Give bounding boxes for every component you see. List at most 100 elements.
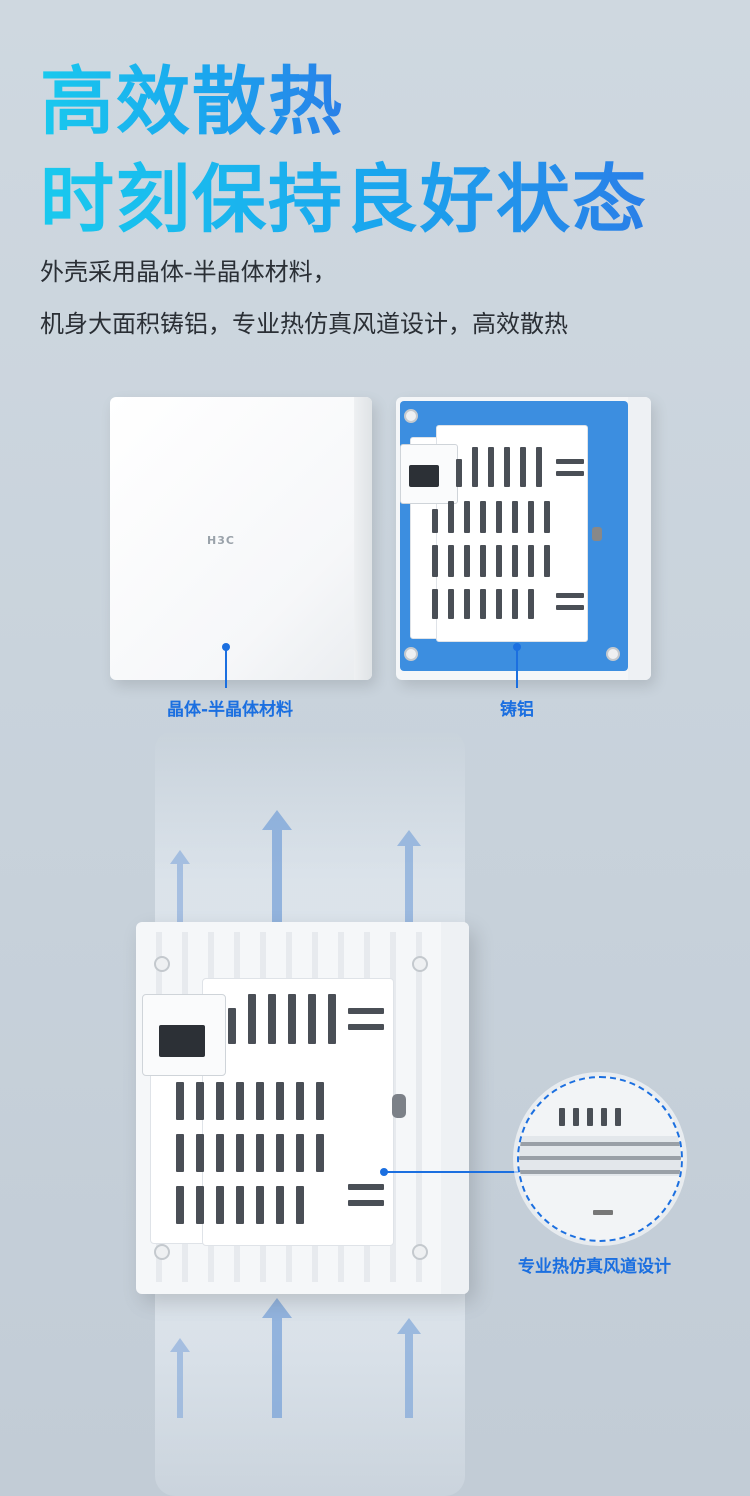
vent-slot xyxy=(480,501,486,533)
vent-slot xyxy=(216,1082,224,1120)
screw-icon xyxy=(154,1244,170,1260)
vent-slot xyxy=(587,1108,593,1126)
vent-slot xyxy=(216,1134,224,1172)
mount-hole xyxy=(592,527,602,541)
vent-slot xyxy=(348,1184,384,1190)
vent-slot xyxy=(176,1082,184,1120)
vent-slot xyxy=(519,1170,681,1174)
airflow-arrow-icon xyxy=(170,1338,190,1418)
vent-slot xyxy=(176,1186,184,1224)
airflow-arrow-icon xyxy=(262,810,292,930)
ethernet-jack-icon xyxy=(159,1025,205,1057)
vent-slot xyxy=(348,1008,384,1014)
vent-slot xyxy=(196,1186,204,1224)
vent-slot xyxy=(615,1108,621,1126)
vent-slot xyxy=(448,545,454,577)
vent-slot xyxy=(512,589,518,619)
vent-slot xyxy=(512,501,518,533)
device-front-view: H3C xyxy=(110,397,372,680)
description-line-2: 机身大面积铸铝，专业热仿真风道设计，高效散热 xyxy=(40,310,568,338)
vent-slot xyxy=(488,447,494,487)
vent-slot xyxy=(464,545,470,577)
vent-slot xyxy=(256,1186,264,1224)
vent-slot xyxy=(448,589,454,619)
vent-slot xyxy=(176,1134,184,1172)
vent-slot xyxy=(316,1082,324,1120)
vent-slot xyxy=(288,994,296,1044)
vent-slot xyxy=(556,471,584,476)
vent-slot xyxy=(559,1108,565,1126)
vent-slot xyxy=(464,501,470,533)
vent-slot xyxy=(536,447,542,487)
vent-slot xyxy=(348,1200,384,1206)
vent-slot xyxy=(268,994,276,1044)
vent-slot xyxy=(480,545,486,577)
vent-slot xyxy=(296,1186,304,1224)
description-line-1: 外壳采用晶体-半晶体材料， xyxy=(40,258,337,286)
callout-dot-back xyxy=(513,643,521,651)
vent-slot xyxy=(228,1008,236,1044)
ethernet-jack-icon xyxy=(409,465,439,487)
vent-slot xyxy=(573,1108,579,1126)
airflow-arrow-icon xyxy=(170,850,190,930)
vent-slot xyxy=(328,994,336,1044)
mount-hole xyxy=(392,1094,406,1118)
vent-slot xyxy=(520,447,526,487)
vent-slot xyxy=(496,501,502,533)
vent-slot xyxy=(464,589,470,619)
airflow-arrow-icon xyxy=(397,1318,421,1418)
vent-slot xyxy=(348,1024,384,1030)
vent-slot xyxy=(196,1134,204,1172)
vent-slot xyxy=(528,589,534,619)
vent-slot xyxy=(308,994,316,1044)
vent-slot xyxy=(248,994,256,1044)
vent-slot xyxy=(556,459,584,464)
screw-icon xyxy=(412,956,428,972)
vent-slot xyxy=(256,1082,264,1120)
vent-slot xyxy=(276,1186,284,1224)
ethernet-port-housing xyxy=(142,994,226,1076)
vent-slot xyxy=(544,501,550,533)
vent-slot xyxy=(296,1082,304,1120)
callout-dot-airflow xyxy=(380,1168,388,1176)
vent-slot xyxy=(276,1134,284,1172)
screw-icon xyxy=(154,956,170,972)
vent-slot xyxy=(528,501,534,533)
screw-icon xyxy=(404,647,418,661)
vent-slot xyxy=(236,1134,244,1172)
vent-slot xyxy=(496,589,502,619)
vent-slot xyxy=(276,1082,284,1120)
callout-label-airflow-design: 专业热仿真风道设计 xyxy=(518,1257,671,1277)
screw-icon xyxy=(412,1244,428,1260)
vent-slot xyxy=(432,545,438,577)
callout-line-front xyxy=(225,650,227,688)
vent-slot xyxy=(236,1186,244,1224)
vent-slot xyxy=(236,1082,244,1120)
vent-slot xyxy=(504,447,510,487)
callout-label-front-material: 晶体-半晶体材料 xyxy=(167,700,294,720)
device-back-large xyxy=(136,922,469,1294)
device-side-edge xyxy=(441,922,469,1294)
vent-slot xyxy=(544,545,550,577)
vent-slot xyxy=(432,509,438,533)
airflow-arrow-icon xyxy=(397,830,421,930)
vent-slot xyxy=(456,459,462,487)
airflow-detail-lens xyxy=(517,1076,683,1242)
callout-line-back xyxy=(516,650,518,688)
ethernet-port-housing xyxy=(400,444,458,504)
vent-slot xyxy=(496,545,502,577)
cooling-rib xyxy=(416,932,422,1282)
screw-icon xyxy=(404,409,418,423)
vent-slot xyxy=(432,589,438,619)
vent-slot xyxy=(448,501,454,533)
vent-slot xyxy=(480,589,486,619)
vent-slot xyxy=(316,1134,324,1172)
device-side-edge xyxy=(354,397,372,680)
device-side-edge xyxy=(628,397,651,680)
vent-slot xyxy=(472,447,478,487)
callout-label-back-material: 铸铝 xyxy=(500,700,534,720)
callout-line-airflow xyxy=(386,1171,520,1173)
headline-line-2: 时刻保持良好状态 xyxy=(40,157,648,243)
vent-slot xyxy=(296,1134,304,1172)
vent-slot xyxy=(593,1210,613,1215)
